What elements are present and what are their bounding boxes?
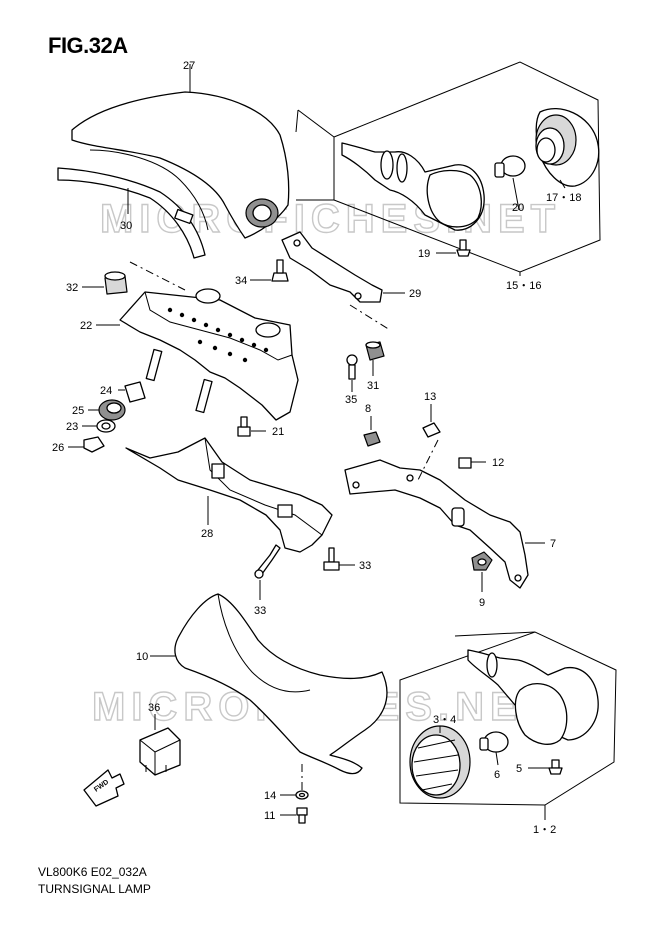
- fwd-direction-arrow: FWD: [83, 769, 125, 807]
- callout-12: 12: [492, 457, 504, 469]
- bolt-35: [346, 354, 358, 392]
- callout-8: 8: [365, 403, 371, 415]
- screw-21: [237, 416, 266, 437]
- callout-33-left: 33: [254, 605, 266, 617]
- callout-28: 28: [201, 528, 213, 540]
- callout-1-2: 1・2: [533, 824, 556, 836]
- figure-name: TURNSIGNAL LAMP: [38, 882, 151, 896]
- callout-13: 13: [424, 391, 436, 403]
- bolt-34: [250, 259, 289, 282]
- spacer-31: [365, 341, 385, 376]
- callout-33-right: 33: [359, 560, 371, 572]
- callout-23: 23: [66, 421, 78, 433]
- callout-24: 24: [100, 385, 112, 397]
- callout-27: 27: [183, 60, 195, 72]
- callout-5: 5: [516, 763, 522, 775]
- clip-12: [458, 457, 486, 469]
- callout-6: 6: [494, 769, 500, 781]
- cushion-25: [88, 399, 126, 421]
- nut-9: [471, 551, 493, 592]
- callout-31: 31: [367, 380, 379, 392]
- nut-8: [363, 416, 381, 447]
- frame-cover-10: [150, 593, 388, 775]
- screw-33-right: [323, 547, 355, 571]
- callout-25: 25: [72, 405, 84, 417]
- turnsignal-bracket-7: [344, 459, 545, 589]
- washer-14: [280, 760, 309, 800]
- callout-36: 36: [148, 702, 160, 714]
- reflector-strip-30: [57, 167, 206, 259]
- nut-24: [118, 381, 146, 403]
- relay-36: [139, 714, 181, 776]
- callout-14: 14: [264, 790, 276, 802]
- callout-35: 35: [345, 394, 357, 406]
- front-turnsignal-box-lower: [399, 631, 617, 820]
- grommet-32: [82, 261, 186, 295]
- callout-26: 26: [52, 442, 64, 454]
- callout-19: 19: [418, 248, 430, 260]
- callout-20: 20: [512, 202, 524, 214]
- screw-33-left: [254, 544, 281, 600]
- collar-23: [82, 419, 116, 433]
- lamp-bracket-22: [96, 288, 299, 421]
- callout-32: 32: [66, 282, 78, 294]
- callout-17-18: 17・18: [546, 192, 581, 204]
- figure-title: FIG.32A: [48, 33, 128, 58]
- rear-fender-cover-27: [71, 64, 290, 239]
- figure-model-code: VL800K6 E02_032A: [38, 865, 147, 879]
- callout-15-16: 15・16: [506, 280, 541, 292]
- callout-29: 29: [409, 288, 421, 300]
- callout-9: 9: [479, 597, 485, 609]
- callout-21: 21: [272, 426, 284, 438]
- callout-7: 7: [550, 538, 556, 550]
- screw-11: [280, 807, 308, 824]
- callout-22: 22: [80, 320, 92, 332]
- nut-26: [68, 436, 105, 453]
- callout-10: 10: [136, 651, 148, 663]
- callout-11: 11: [264, 810, 275, 822]
- bolt-13: [417, 404, 441, 481]
- callout-30: 30: [120, 220, 132, 232]
- rear-turnsignal-box-upper: [295, 61, 601, 276]
- lamp-bracket-29: [281, 231, 405, 331]
- callout-34: 34: [235, 275, 247, 287]
- callout-3-4: 3・4: [433, 714, 456, 726]
- license-bracket-28: [125, 437, 333, 553]
